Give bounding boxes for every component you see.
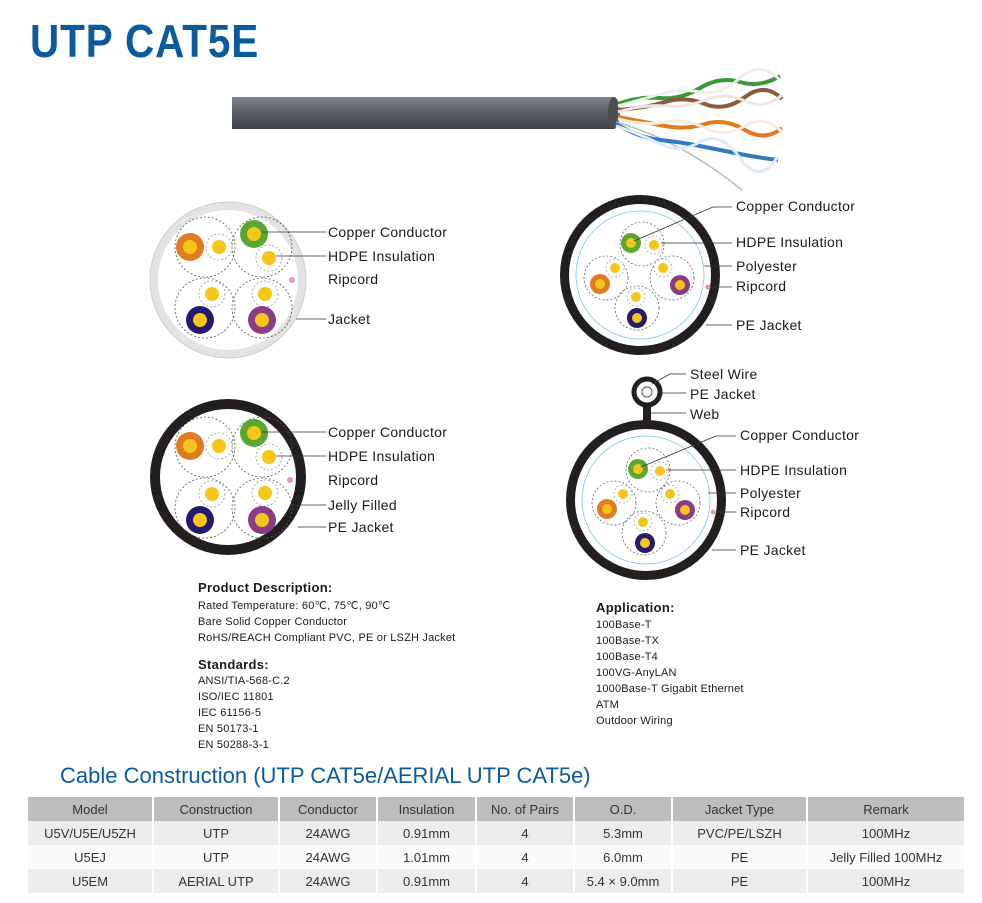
construction-title: Cable Construction (UTP CAT5e/AERIAL UTP… (60, 763, 591, 788)
cable-jacket-body (232, 97, 614, 129)
list-item: 1000Base-T Gigabit Ethernet (596, 683, 744, 695)
table-cell: PE (672, 869, 808, 893)
table-cell: 5.3mm (574, 821, 673, 845)
list-item: Outdoor Wiring (596, 715, 673, 727)
label-jelly-filled: Jelly Filled (328, 497, 397, 513)
list-item: ANSI/TIA-568-C.2 (198, 675, 290, 687)
list-item: Bare Solid Copper Conductor (198, 616, 348, 628)
table-cell: 100MHz (807, 821, 966, 845)
label-copper-conductor: Copper Conductor (740, 427, 860, 443)
table-cell: 0.91mm (377, 869, 477, 893)
list-item: IEC 61156-5 (198, 707, 262, 719)
cross-section-bottom-left (150, 399, 326, 555)
label-ripcord: Ripcord (736, 278, 787, 294)
table-cell: PVC/PE/LSZH (672, 821, 808, 845)
column-header: Construction (153, 797, 280, 821)
construction-table: Model Construction Conductor Insulation … (28, 797, 966, 893)
list-item: Rated Temperature: 60℃, 75℃, 90℃ (198, 600, 391, 612)
list-item: ATM (596, 699, 620, 711)
cross-section-top-left (149, 201, 326, 359)
column-header: No. of Pairs (476, 797, 575, 821)
application-list: 100Base-T 100Base-TX 100Base-T4 100VG-An… (596, 617, 744, 729)
label-steel-wire: Steel Wire (690, 366, 758, 382)
table-cell: 4 (476, 869, 575, 893)
cable-side-view (232, 68, 784, 191)
label-ripcord: Ripcord (328, 271, 379, 287)
table-cell: Jelly Filled 100MHz (807, 845, 966, 869)
table-cell: PE (672, 845, 808, 869)
product-description-heading: Product Description: (198, 580, 333, 595)
label-pe-jacket: PE Jacket (740, 542, 806, 558)
table-row: U5EM AERIAL UTP 24AWG 0.91mm 4 5.4 × 9.0… (28, 869, 966, 893)
table-cell: U5EM (28, 869, 154, 893)
column-header: Model (28, 797, 154, 821)
label-ripcord: Ripcord (328, 472, 379, 488)
table-header-row: Model Construction Conductor Insulation … (28, 797, 966, 821)
label-hdpe-insulation: HDPE Insulation (328, 248, 436, 264)
standards-list: ANSI/TIA-568-C.2 ISO/IEC 11801 IEC 61156… (198, 673, 290, 753)
label-polyester: Polyester (740, 485, 802, 501)
list-item: 100Base-TX (596, 635, 660, 647)
table-row: U5EJ UTP 24AWG 1.01mm 4 6.0mm PE Jelly F… (28, 845, 966, 869)
table-cell: UTP (153, 845, 280, 869)
list-item: 100VG-AnyLAN (596, 667, 677, 679)
table-cell: 100MHz (807, 869, 966, 893)
table-cell: 24AWG (279, 869, 378, 893)
column-header: Conductor (279, 797, 378, 821)
label-web: Web (690, 406, 720, 422)
table-cell: 24AWG (279, 845, 378, 869)
table-cell: 1.01mm (377, 845, 477, 869)
label-polyester: Polyester (736, 258, 798, 274)
table-cell: 5.4 × 9.0mm (574, 869, 673, 893)
column-header: Insulation (377, 797, 477, 821)
standards-heading: Standards: (198, 657, 269, 672)
table-cell: U5V/U5E/U5ZH (28, 821, 154, 845)
twisted-pair-green (617, 68, 782, 108)
table-cell: 4 (476, 821, 575, 845)
label-pe-jacket: PE Jacket (736, 317, 802, 333)
product-description-list: Rated Temperature: 60℃, 75℃, 90℃ Bare So… (198, 598, 455, 646)
label-jacket: Jacket (328, 311, 371, 327)
label-hdpe-insulation: HDPE Insulation (328, 448, 436, 464)
twisted-pair-blue (614, 122, 780, 173)
table-cell: 24AWG (279, 821, 378, 845)
table-cell: AERIAL UTP (153, 869, 280, 893)
table-cell: 4 (476, 845, 575, 869)
table-cell: U5EJ (28, 845, 154, 869)
label-copper-conductor: Copper Conductor (736, 198, 856, 214)
label-pe-jacket: PE Jacket (328, 519, 394, 535)
cross-section-top-right (560, 195, 732, 355)
label-copper-conductor: Copper Conductor (328, 424, 448, 440)
twisted-pair-orange (617, 115, 784, 138)
cross-section-bottom-right (566, 373, 736, 580)
column-header: O.D. (574, 797, 673, 821)
column-header: Jacket Type (672, 797, 808, 821)
list-item: EN 50288-3-1 (198, 739, 269, 751)
label-hdpe-insulation: HDPE Insulation (740, 462, 848, 478)
list-item: EN 50173-1 (198, 723, 259, 735)
column-header: Remark (807, 797, 966, 821)
list-item: 100Base-T4 (596, 651, 658, 663)
label-hdpe-insulation: HDPE Insulation (736, 234, 844, 250)
web-connector (643, 404, 651, 424)
label-copper-conductor: Copper Conductor (328, 224, 448, 240)
twisted-pair-brown (617, 88, 784, 114)
table-cell: 6.0mm (574, 845, 673, 869)
list-item: 100Base-T (596, 619, 652, 631)
table-cell: UTP (153, 821, 280, 845)
table-row: U5V/U5E/U5ZH UTP 24AWG 0.91mm 4 5.3mm PV… (28, 821, 966, 845)
label-pe-jacket: PE Jacket (690, 386, 756, 402)
application-heading: Application: (596, 600, 675, 615)
page-title: UTP CAT5E (30, 15, 260, 67)
list-item: ISO/IEC 11801 (198, 691, 274, 703)
table-cell: 0.91mm (377, 821, 477, 845)
list-item: RoHS/REACH Compliant PVC, PE or LSZH Jac… (198, 632, 456, 644)
label-ripcord: Ripcord (740, 504, 791, 520)
